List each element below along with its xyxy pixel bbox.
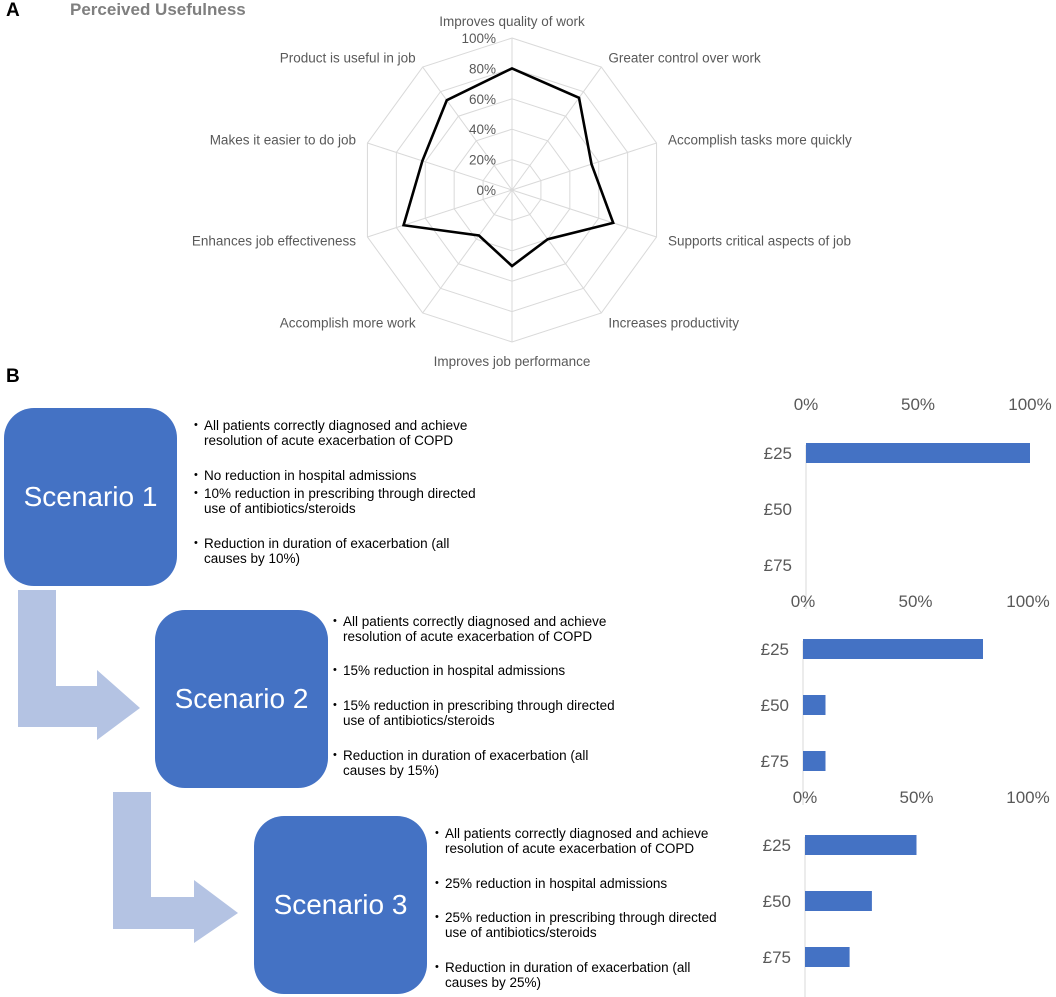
bar-mark [806, 443, 1030, 463]
radar-spoke [422, 66, 513, 191]
radar-category-label: Improves quality of work [439, 14, 585, 29]
bar-category-label: £25 [763, 836, 791, 855]
bullet-item: 25% reduction in prescribing through dir… [435, 910, 775, 940]
bar-category-label: £75 [764, 556, 792, 575]
bar-chart-scenario-3: 0% 50% 100% £25 £50 £75 [763, 788, 1050, 997]
radar-spoke [511, 142, 657, 191]
radar-category-label: Accomplish tasks more quickly [668, 132, 852, 147]
bar-tick-label: 0% [794, 395, 819, 414]
radar-spoke [367, 142, 513, 191]
bar-chart-scenario-1: 0% 50% 100% £25 £50 £75 [764, 395, 1052, 609]
bullet-item: All patients correctly diagnosed and ach… [194, 418, 534, 448]
scenario-1-box: Scenario 1 [4, 408, 177, 586]
bullet-item: Reduction in duration of exacerbation (a… [194, 536, 534, 566]
radar-tick-label: 60% [469, 92, 496, 107]
bullet-item: Reduction in duration of exacerbation (a… [435, 960, 775, 990]
bullet-item: 10% reduction in prescribing through dir… [194, 486, 534, 516]
bullet-item: Reduction in duration of exacerbation (a… [333, 748, 673, 778]
radar-spoke [511, 66, 602, 191]
bar-tick-label: 50% [899, 788, 933, 807]
radar-category-label: Supports critical aspects of job [668, 234, 851, 249]
arrow-scenario-1-to-2 [18, 590, 140, 740]
bullet-item: 15% reduction in prescribing through dir… [333, 698, 673, 728]
radar-category-label: Greater control over work [608, 50, 761, 65]
bar-tick-label: 100% [1006, 592, 1049, 611]
bar-category-label: £25 [764, 444, 792, 463]
bullet-item: 15% reduction in hospital admissions [333, 663, 673, 678]
radar-spoke [511, 189, 657, 238]
radar-tick-label: 80% [469, 61, 496, 76]
bullet-item: No reduction in hospital admissions [194, 468, 534, 483]
radar-tick-label: 20% [469, 153, 496, 168]
radar-tick-label: 100% [461, 31, 496, 46]
bar-mark [803, 639, 983, 659]
radar-chart-title: Perceived Usefulness [70, 0, 246, 19]
radar-spoke [422, 189, 513, 314]
radar-category-label: Increases productivity [608, 316, 739, 331]
bullet-item: All patients correctly diagnosed and ach… [435, 826, 775, 856]
bar-mark [805, 891, 872, 911]
bar-mark [805, 835, 917, 855]
radar-category-label: Product is useful in job [280, 50, 416, 65]
bar-mark [803, 751, 826, 771]
scenario-3-box: Scenario 3 [254, 816, 427, 994]
bar-tick-label: 0% [791, 592, 816, 611]
panel-b-label: B [6, 366, 20, 387]
radar-chart: 0% 20% 40% 60% 80% 100% Improves quality of wo… [192, 14, 852, 369]
radar-category-label: Accomplish more work [280, 316, 416, 331]
bullet-item: All patients correctly diagnosed and ach… [333, 614, 673, 644]
scenario-2-box: Scenario 2 [155, 610, 328, 788]
bar-tick-label: 50% [901, 395, 935, 414]
bar-category-label: £75 [763, 948, 791, 967]
radar-spoke [367, 189, 513, 238]
radar-category-label: Makes it easier to do job [210, 132, 356, 147]
bar-category-label: £75 [761, 752, 789, 771]
radar-category-label: Enhances job effectiveness [192, 234, 356, 249]
radar-category-label: Improves job performance [434, 354, 591, 369]
bar-tick-label: 50% [898, 592, 932, 611]
panel-a-label: A [6, 0, 20, 21]
arrow-scenario-2-to-3 [113, 792, 238, 943]
radar-tick-label: 0% [476, 183, 496, 198]
bar-mark [803, 695, 826, 715]
bar-category-label: £50 [764, 500, 792, 519]
bar-tick-label: 100% [1008, 395, 1051, 414]
bar-tick-label: 0% [793, 788, 818, 807]
radar-tick-label: 40% [469, 122, 496, 137]
bar-mark [805, 947, 850, 967]
bar-category-label: £50 [763, 892, 791, 911]
bar-category-label: £25 [761, 640, 789, 659]
radar-spoke [511, 189, 602, 314]
bar-tick-label: 100% [1006, 788, 1049, 807]
bar-category-label: £50 [761, 696, 789, 715]
bullet-item: 25% reduction in hospital admissions [435, 876, 775, 891]
bar-chart-scenario-2: 0% 50% 100% £25 £50 £75 [761, 592, 1050, 805]
